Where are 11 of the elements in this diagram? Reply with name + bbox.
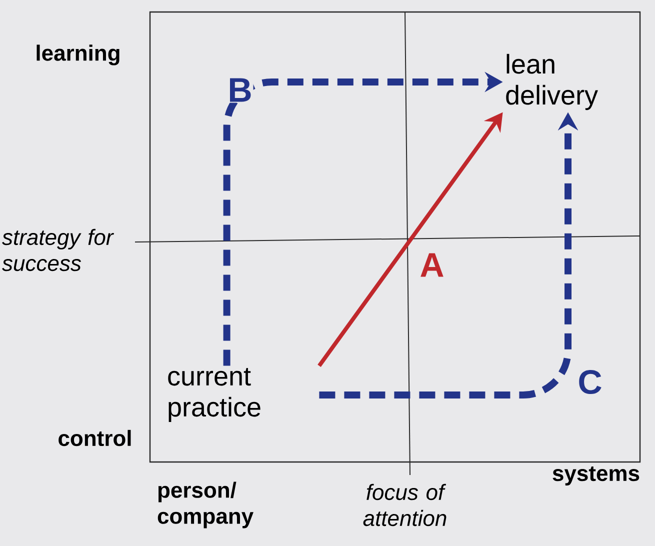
edge-label: A <box>420 253 444 277</box>
axis-label: learning <box>36 44 120 66</box>
node-text: lean delivery <box>506 54 598 110</box>
axis-label: strategy for success <box>2 228 114 272</box>
node-text: current practice <box>168 368 260 422</box>
axis-label: person/ company <box>158 482 254 528</box>
edge-label: C <box>579 370 602 394</box>
edge-label: B <box>230 78 251 102</box>
axis-label: focus of attention <box>363 484 446 526</box>
axis-label: systems <box>552 466 640 486</box>
axis-label: control <box>58 430 131 446</box>
